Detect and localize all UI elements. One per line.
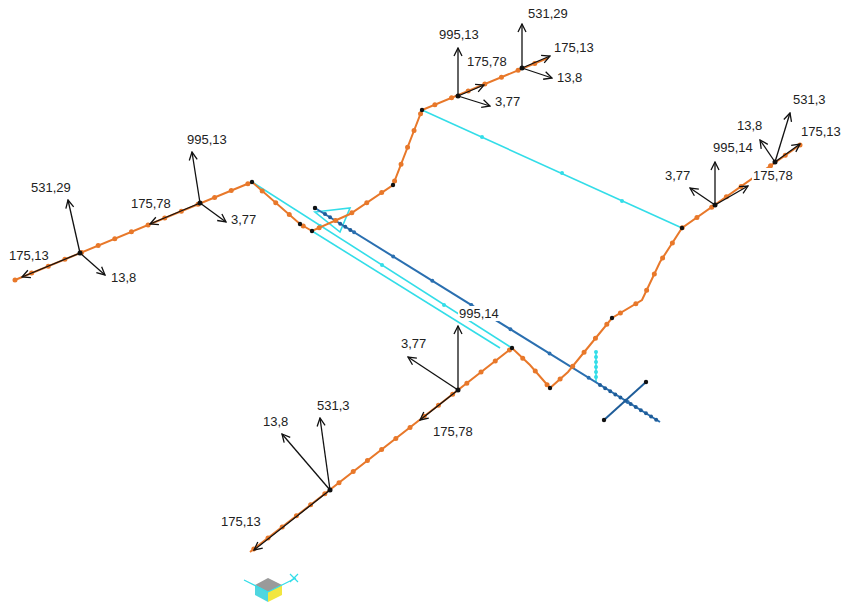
reaction-value: 3,77	[494, 94, 521, 109]
end-nodes	[313, 206, 648, 422]
node-dot	[313, 206, 317, 210]
reaction-arrow	[408, 357, 458, 390]
axis-line	[244, 578, 296, 592]
node-dot	[610, 316, 614, 320]
node-dot	[620, 199, 624, 203]
reaction-arrow	[690, 188, 715, 205]
member-dots	[315, 208, 660, 422]
reaction-value: 531,29	[30, 180, 72, 195]
reaction-value: 995,13	[186, 132, 228, 147]
pipe-dots	[250, 145, 800, 552]
reaction-arrow	[192, 152, 200, 203]
reaction-arrow	[715, 186, 748, 205]
reaction-value: 175,78	[432, 424, 474, 439]
reaction-value: 175,78	[130, 196, 172, 211]
reaction-value: 13,8	[262, 414, 289, 429]
cross-member	[604, 382, 646, 420]
main-member	[315, 208, 660, 422]
reaction-arrow	[458, 85, 484, 96]
node-dot	[250, 180, 254, 184]
brace-line	[595, 352, 597, 382]
reaction-value: 175,78	[752, 168, 794, 183]
reaction-value: 175,13	[800, 124, 842, 139]
reaction-arrow	[521, 24, 522, 68]
reaction-arrow	[457, 48, 458, 96]
reaction-value: 3,77	[230, 212, 257, 227]
reaction-arrow	[775, 113, 790, 162]
node-dot	[560, 171, 564, 175]
pipe-dots	[15, 58, 548, 280]
reaction-arrow	[458, 96, 490, 106]
member-dots	[594, 352, 598, 382]
reaction-value: 175,13	[8, 248, 50, 263]
node-dot	[644, 380, 648, 384]
reaction-value: 13,8	[110, 270, 137, 285]
node-dot	[391, 183, 395, 187]
reaction-value: 995,13	[438, 27, 480, 42]
node-dot	[420, 108, 424, 112]
reaction-arrow	[457, 326, 458, 390]
brace-dots	[318, 135, 624, 307]
reaction-value: 175,13	[553, 40, 595, 55]
pipe-run	[15, 58, 548, 280]
reaction-arrow	[714, 162, 715, 205]
node-dot	[480, 135, 484, 139]
reaction-value: 531,3	[792, 92, 827, 107]
reaction-arrow	[522, 68, 552, 78]
reaction-arrow	[254, 490, 330, 550]
brace-line	[422, 110, 682, 228]
reaction-arrow	[282, 434, 330, 490]
node-dot	[298, 222, 302, 226]
reaction-value: 995,14	[458, 306, 500, 321]
reaction-value: 3,77	[400, 336, 427, 351]
node-dot	[510, 346, 514, 350]
reaction-value: 3,77	[664, 168, 691, 183]
reaction-value: 531,29	[527, 6, 569, 21]
reaction-arrows	[22, 24, 800, 550]
reaction-arrow	[68, 200, 80, 253]
reaction-arrow	[522, 56, 550, 68]
reaction-value: 175,13	[220, 514, 262, 529]
brace-line	[252, 182, 512, 348]
reaction-value: 13,8	[556, 70, 583, 85]
axis-mark	[290, 574, 298, 582]
node-dot	[380, 263, 384, 267]
cube-face	[255, 585, 268, 602]
cube-face	[268, 585, 282, 602]
brace-line	[312, 231, 500, 348]
pipe-lines	[15, 58, 800, 552]
node-dot	[548, 386, 552, 390]
reaction-value: 995,14	[712, 140, 754, 155]
node-dot	[680, 226, 684, 230]
reaction-arrow	[775, 144, 800, 162]
reaction-value: 531,3	[316, 398, 351, 413]
reaction-arrow	[760, 140, 775, 162]
node-dot	[310, 229, 314, 233]
node-dot	[602, 418, 606, 422]
reaction-arrow	[200, 203, 226, 222]
reaction-arrow	[420, 390, 458, 420]
reaction-value: 175,78	[466, 54, 508, 69]
brace-lines	[252, 110, 682, 382]
axis-icon	[244, 574, 298, 602]
pipe-run	[250, 145, 800, 552]
node-dot	[442, 303, 446, 307]
joint-nodes	[78, 66, 778, 493]
reaction-arrow	[80, 253, 105, 275]
reaction-value: 13,8	[736, 118, 763, 133]
